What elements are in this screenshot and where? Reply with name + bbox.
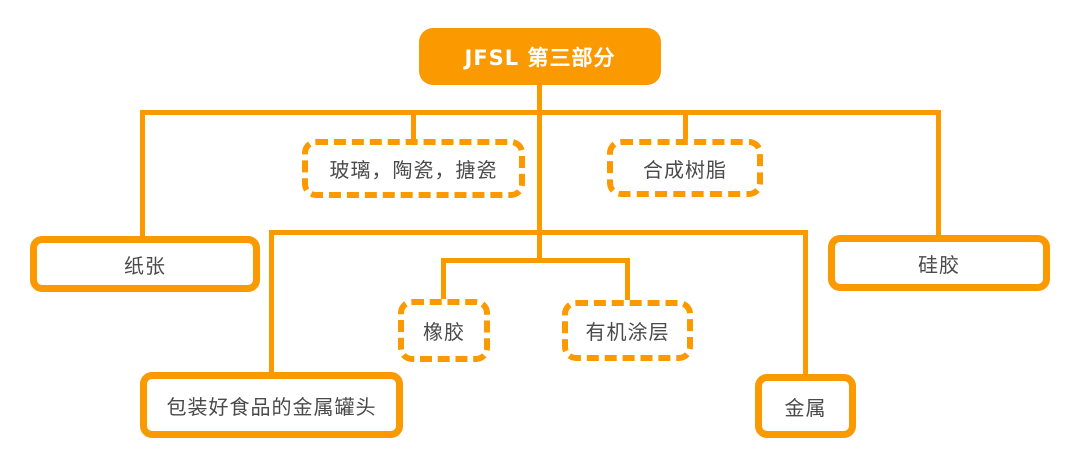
connector-metal-drop — [803, 230, 808, 374]
connector-rubber-drop — [441, 258, 446, 299]
node-glass-ceramic-enamel: 玻璃，陶瓷，搪瓷 — [302, 139, 525, 198]
node-resin-label: 合成树脂 — [643, 157, 727, 182]
node-packaged-food-metal-cans: 包装好食品的金属罐头 — [140, 372, 403, 438]
connector-glass-drop — [411, 110, 416, 139]
connector-root-vertical — [537, 85, 542, 263]
node-coating-label: 有机涂层 — [585, 320, 670, 344]
node-silicone-label: 硅胶 — [918, 252, 960, 277]
node-root-label: JFSL 第三部分 — [464, 45, 616, 70]
node-paper: 纸张 — [30, 236, 260, 292]
node-root-jfsl-part3: JFSL 第三部分 — [419, 28, 661, 85]
node-silicone: 硅胶 — [828, 235, 1050, 291]
connector-level1-rail — [140, 110, 941, 115]
node-paper-label: 纸张 — [124, 253, 166, 278]
node-metal-label: 金属 — [784, 395, 827, 420]
connector-resin-drop — [683, 110, 688, 139]
node-glass-label: 玻璃，陶瓷，搪瓷 — [329, 158, 498, 182]
node-rubber: 橡胶 — [398, 299, 490, 362]
connector-paper-drop — [140, 110, 145, 236]
node-metal: 金属 — [755, 374, 856, 438]
connector-level3-rail — [441, 258, 630, 263]
node-organic-coating: 有机涂层 — [562, 300, 693, 361]
connector-level2-rail — [269, 230, 808, 235]
connector-coating-drop — [625, 258, 630, 300]
node-synthetic-resin: 合成树脂 — [607, 139, 763, 197]
node-rubber-label: 橡胶 — [423, 320, 465, 344]
connector-cans-drop — [269, 230, 274, 372]
node-cans-label: 包装好食品的金属罐头 — [166, 394, 377, 419]
connector-silicone-drop — [936, 110, 941, 235]
